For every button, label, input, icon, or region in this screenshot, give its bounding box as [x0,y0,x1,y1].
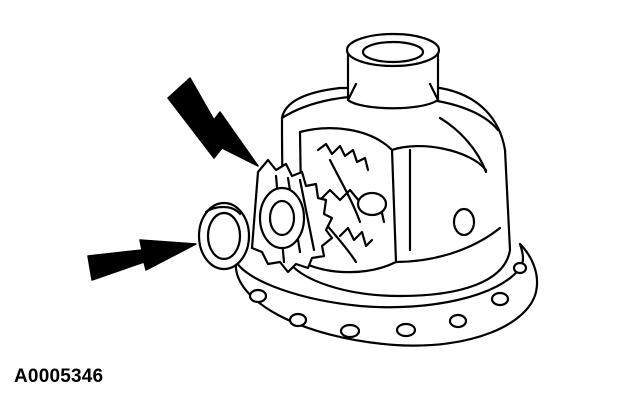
hub-bore [361,40,425,64]
bolt-hole [339,323,361,339]
bolt-hole [448,313,468,329]
case-side-hole [452,207,476,237]
side-gear [250,158,334,274]
bolt-hole [288,312,308,328]
bolt-hole [490,291,510,307]
figure-caption: A0005346 [14,366,104,387]
bolt-hole [395,322,417,338]
thrust-washer [197,201,251,271]
pinion-gears [316,142,388,264]
bolt-hole [248,288,268,304]
arrow-to-side-gear [167,77,259,167]
arrow-to-washer [87,239,197,281]
bolt-hole [512,261,528,275]
